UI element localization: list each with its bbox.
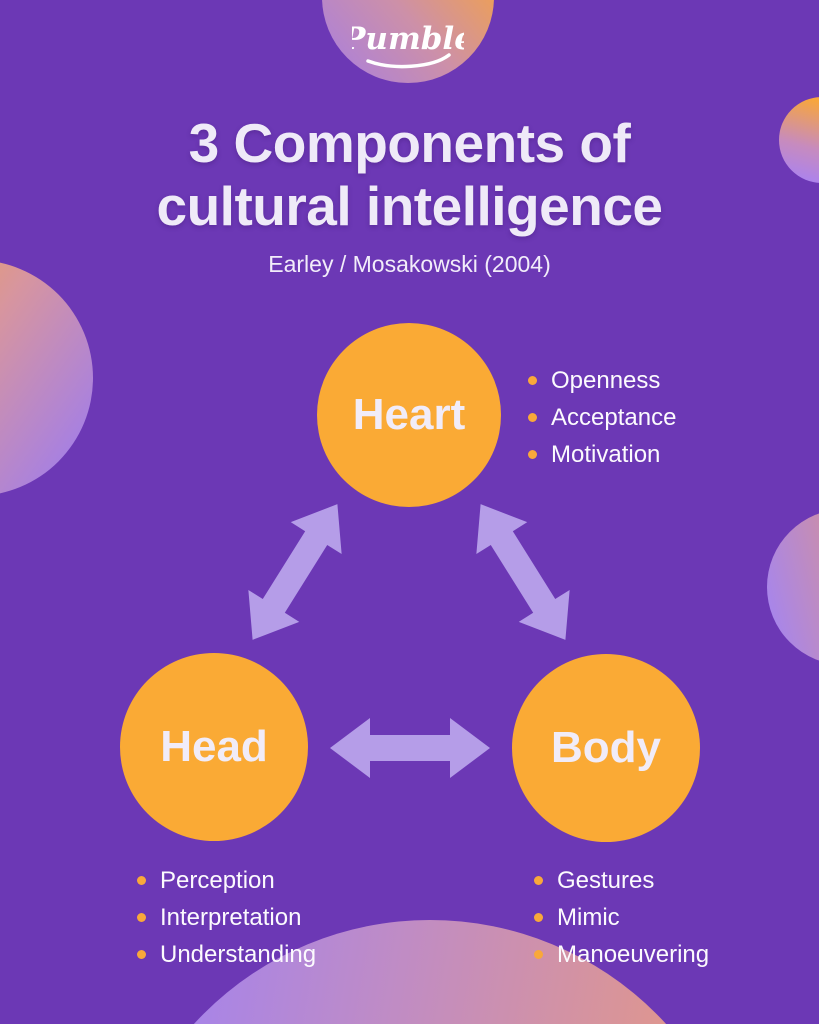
bullet-dot-icon [528, 376, 537, 385]
node-heart: Heart [317, 323, 501, 507]
pumble-logo: Pumble [352, 21, 464, 69]
decorative-circle-left [0, 260, 93, 496]
list-item-label: Openness [551, 366, 661, 394]
arrow-heart-head [248, 504, 342, 640]
node-head: Head [120, 653, 308, 841]
header: 3 Components of cultural intelligence Ea… [0, 112, 819, 278]
bullet-dot-icon [137, 913, 146, 922]
list-item-label: Interpretation [160, 903, 302, 931]
bullet-dot-icon [534, 876, 543, 885]
list-item: Perception [137, 862, 316, 899]
arrow-heart-body [476, 504, 570, 640]
list-item: Openness [528, 362, 676, 399]
list-item: Interpretation [137, 899, 316, 936]
list-item: Gestures [534, 862, 709, 899]
node-body: Body [512, 654, 700, 842]
bullet-dot-icon [528, 413, 537, 422]
head-bullet-list: Perception Interpretation Understanding [137, 862, 316, 973]
bullet-dot-icon [137, 950, 146, 959]
node-head-label: Head [160, 722, 268, 771]
bullet-dot-icon [137, 876, 146, 885]
list-item-label: Gestures [557, 866, 655, 894]
list-item: Motivation [528, 436, 676, 473]
bullet-dot-icon [534, 950, 543, 959]
list-item: Understanding [137, 936, 316, 973]
list-item-label: Manoeuvering [557, 940, 710, 968]
list-item: Acceptance [528, 399, 676, 436]
node-body-label: Body [551, 723, 661, 772]
node-heart-label: Heart [352, 390, 466, 439]
page-subtitle: Earley / Mosakowski (2004) [268, 251, 551, 278]
list-item-label: Acceptance [551, 403, 677, 431]
list-item-label: Mimic [557, 903, 620, 931]
list-item-label: Motivation [551, 440, 661, 468]
pumble-logo-text: Pumble [352, 21, 464, 57]
list-item-label: Understanding [160, 940, 317, 968]
list-item: Manoeuvering [534, 936, 709, 973]
logo-underline-swash [366, 53, 451, 69]
list-item-label: Perception [160, 866, 275, 894]
bullet-dot-icon [534, 913, 543, 922]
body-bullet-list: Gestures Mimic Manoeuvering [534, 862, 709, 973]
decorative-circle-right [767, 509, 819, 665]
bullet-dot-icon [528, 450, 537, 459]
heart-bullet-list: Openness Acceptance Motivation [528, 362, 676, 473]
page-title: 3 Components of cultural intelligence [156, 112, 663, 237]
list-item: Mimic [534, 899, 709, 936]
arrow-head-body [330, 718, 490, 778]
